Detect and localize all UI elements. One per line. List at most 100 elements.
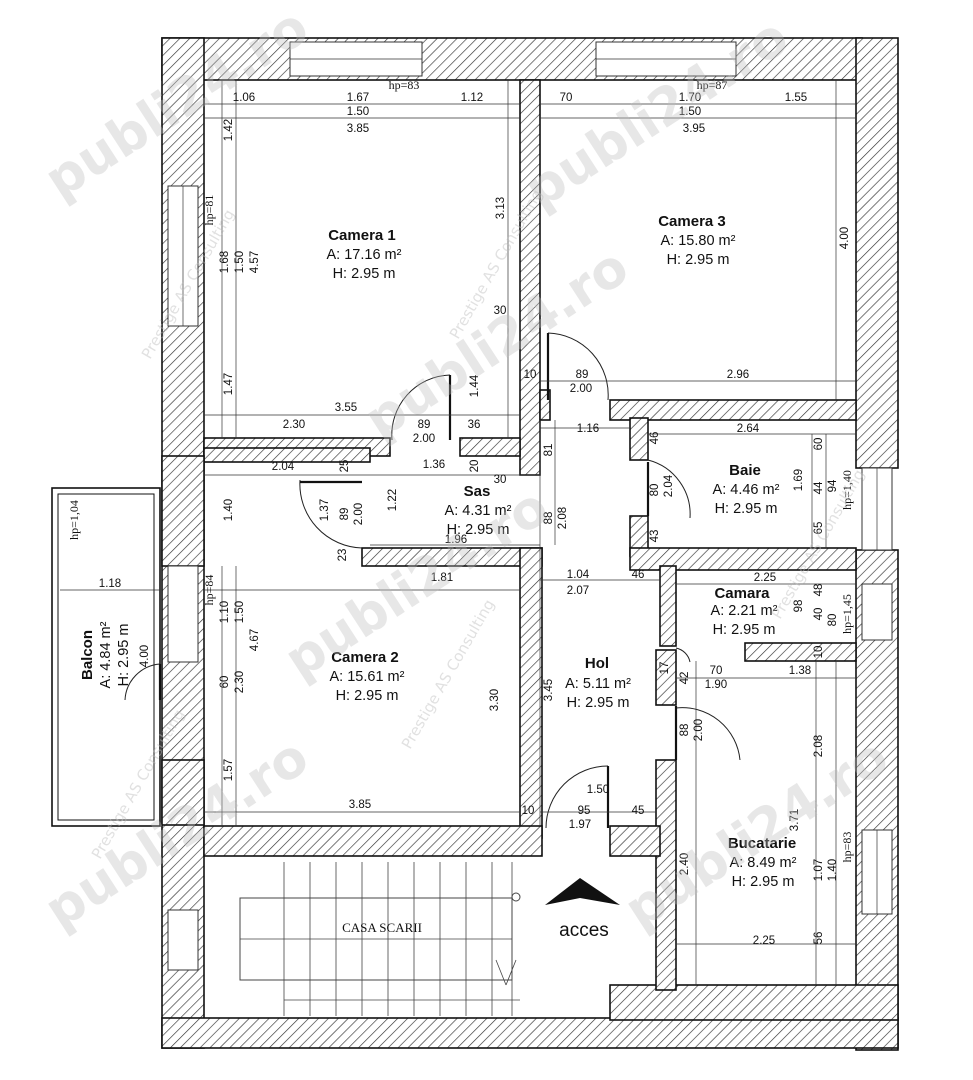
dim-label: 20 [469, 460, 481, 473]
dim-label: 3.45 [543, 679, 555, 701]
dim-label: 1.07 [813, 859, 825, 881]
dim-label: 3.55 [335, 402, 357, 414]
dim-label: 23 [337, 549, 349, 562]
dim-label: 44 [813, 481, 825, 494]
room-name: Sas [464, 483, 491, 500]
entrance-label: acces [559, 920, 609, 941]
dim-label: 3.30 [489, 689, 501, 711]
dim-label: 60 [813, 438, 825, 451]
room-bucatarie: Bucatarie A: 8.49 m² H: 2.95 m [728, 835, 797, 890]
room-name: Hol [585, 655, 609, 672]
window-height-label: hp=84 [202, 575, 216, 606]
window-height-label: hp=1,45 [840, 594, 854, 634]
dim-label: 2.04 [272, 461, 295, 473]
dim-label: 2.08 [813, 735, 825, 757]
doors [299, 332, 741, 829]
window-height-label: hp=83 [840, 832, 854, 863]
room-area: A: 15.61 m² [330, 669, 405, 685]
dim-label: 4.57 [249, 251, 261, 273]
room-area: A: 4.46 m² [713, 482, 780, 498]
dimension-lines [60, 80, 856, 985]
balcony [51, 487, 162, 827]
dim-label: 17 [659, 662, 671, 675]
room-camera3: Camera 3 A: 15.80 m² H: 2.95 m [658, 213, 735, 268]
room-name: Camara [714, 585, 770, 602]
room-height: H: 2.95 m [447, 522, 510, 538]
dim-label: 1.38 [789, 665, 811, 677]
room-area: A: 5.11 m² [565, 676, 631, 692]
dim-label: 89 [418, 419, 431, 431]
dim-label: 10 [813, 646, 825, 659]
dim-label: 36 [468, 419, 481, 431]
dim-label: 1.40 [827, 859, 839, 881]
room-height: H: 2.95 m [116, 624, 132, 687]
room-name: Bucatarie [728, 835, 796, 852]
dim-label: 46 [649, 432, 661, 445]
entrance-arrow-icon [545, 878, 620, 905]
dim-label: 89 [576, 369, 589, 381]
dim-label: 40 [813, 608, 825, 621]
dim-label: 1.67 [347, 92, 369, 104]
room-baie: Baie A: 4.46 m² H: 2.95 m [713, 462, 780, 517]
dim-label: 70 [560, 92, 573, 104]
room-height: H: 2.95 m [336, 688, 399, 704]
room-height: H: 2.95 m [715, 501, 778, 517]
room-height: H: 2.95 m [667, 252, 730, 268]
room-name: Baie [729, 462, 761, 479]
dim-label: 65 [813, 522, 825, 535]
dim-label: 1.97 [569, 819, 591, 831]
room-sas: Sas A: 4.31 m² H: 2.95 m [445, 483, 512, 538]
dim-label: 2.07 [567, 585, 589, 597]
dim-label: 48 [813, 584, 825, 597]
dim-label: 88 [543, 512, 555, 525]
room-area: A: 2.21 m² [711, 603, 778, 619]
dim-label: 1.50 [347, 106, 369, 118]
dim-label: 46 [632, 569, 645, 581]
room-area: A: 4.84 m² [98, 621, 114, 688]
room-camera1: Camera 1 A: 17.16 m² H: 2.95 m [327, 227, 402, 282]
dim-label: 1.50 [679, 106, 701, 118]
dim-label: 42 [679, 672, 691, 685]
room-area: A: 15.80 m² [661, 233, 736, 249]
dim-label: 60 [219, 676, 231, 689]
room-camera2: Camera 2 A: 15.61 m² H: 2.95 m [330, 649, 405, 704]
dim-label: 1.50 [587, 784, 609, 796]
dim-label: 43 [649, 530, 661, 543]
dim-label: 1.44 [469, 374, 481, 397]
dim-label: 2.00 [413, 433, 435, 445]
dim-label: 1.96 [445, 534, 467, 546]
dim-label: 1.81 [431, 572, 453, 584]
dim-label: 3.85 [349, 799, 371, 811]
room-height: H: 2.95 m [732, 874, 795, 890]
dim-label: 3.85 [347, 123, 369, 135]
watermark-site: publi24.ro [274, 477, 559, 691]
room-height: H: 2.95 m [567, 695, 630, 711]
dim-label: 2.64 [737, 423, 760, 435]
room-height: H: 2.95 m [713, 622, 776, 638]
dim-label: 1.04 [567, 569, 590, 581]
window-height-label: hp=83 [389, 78, 420, 92]
room-balcon: Balcon A: 4.84 m² H: 2.95 m [79, 621, 132, 688]
dim-label: 2.30 [234, 671, 246, 693]
dim-label: 2.00 [353, 503, 365, 525]
room-area: A: 8.49 m² [730, 855, 797, 871]
dim-label: 1.50 [234, 251, 246, 273]
windows [167, 41, 893, 971]
dim-label: 89 [339, 508, 351, 521]
window-height-label: hp=87 [697, 78, 728, 92]
window-height-label: hp=1,04 [67, 500, 81, 540]
dim-label: 1.16 [577, 423, 599, 435]
dim-label: 1.69 [793, 469, 805, 491]
dim-label: 2.40 [679, 853, 691, 875]
room-name: Camera 3 [658, 213, 726, 230]
dim-label: 4.00 [139, 645, 151, 667]
dim-label: 1.36 [423, 459, 445, 471]
window-height-label: hp=1,40 [840, 470, 854, 510]
dim-label: 1.42 [223, 119, 235, 141]
dim-label: 4.00 [839, 227, 851, 249]
dim-label: 2.96 [727, 369, 749, 381]
dim-label: 2.00 [693, 719, 705, 741]
dimension-texts: 1.06 1.67 1.12 1.50 3.85 1.42 1.68 1.50 … [99, 92, 851, 947]
dim-label: 30 [494, 305, 507, 317]
